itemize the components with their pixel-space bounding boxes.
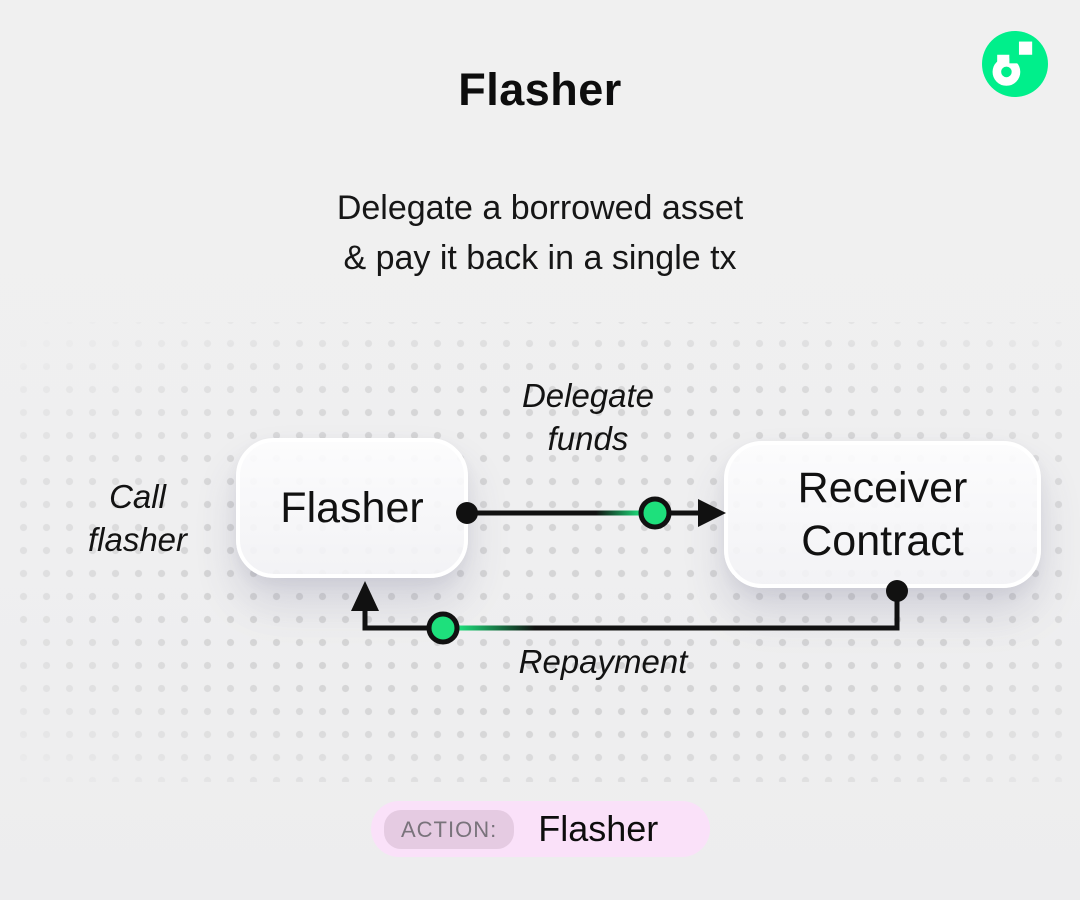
receiver-node-line1: Receiver [797, 463, 968, 512]
page-subtitle-line1: Delegate a borrowed asset [336, 189, 744, 227]
page-subtitle-line2: & pay it back in a single tx [343, 239, 737, 277]
call-flasher-label-line1: Call [109, 478, 166, 515]
repayment-label: Repayment [518, 643, 688, 680]
receiver-contract-node: Receiver Contract [724, 441, 1041, 588]
flow-logo-icon [982, 31, 1048, 97]
flasher-node: Flasher [236, 438, 468, 578]
receiver-node-line2: Contract [801, 516, 964, 565]
call-flasher-label: Call flasher [35, 475, 240, 561]
delegate-funds-label-line1: Delegate [521, 377, 655, 414]
action-pill: ACTION: Flasher [371, 801, 710, 857]
action-value: Flasher [538, 808, 659, 849]
delegate-funds-label-line2: funds [547, 420, 629, 457]
call-flasher-label-line2: flasher [87, 521, 188, 558]
flasher-node-label: Flasher [280, 483, 424, 532]
delegate-funds-label: Delegate funds [438, 374, 738, 460]
page-subtitle: Delegate a borrowed asset & pay it back … [0, 183, 1080, 283]
page-title: Flasher [458, 64, 622, 115]
action-badge: ACTION: [384, 809, 515, 849]
